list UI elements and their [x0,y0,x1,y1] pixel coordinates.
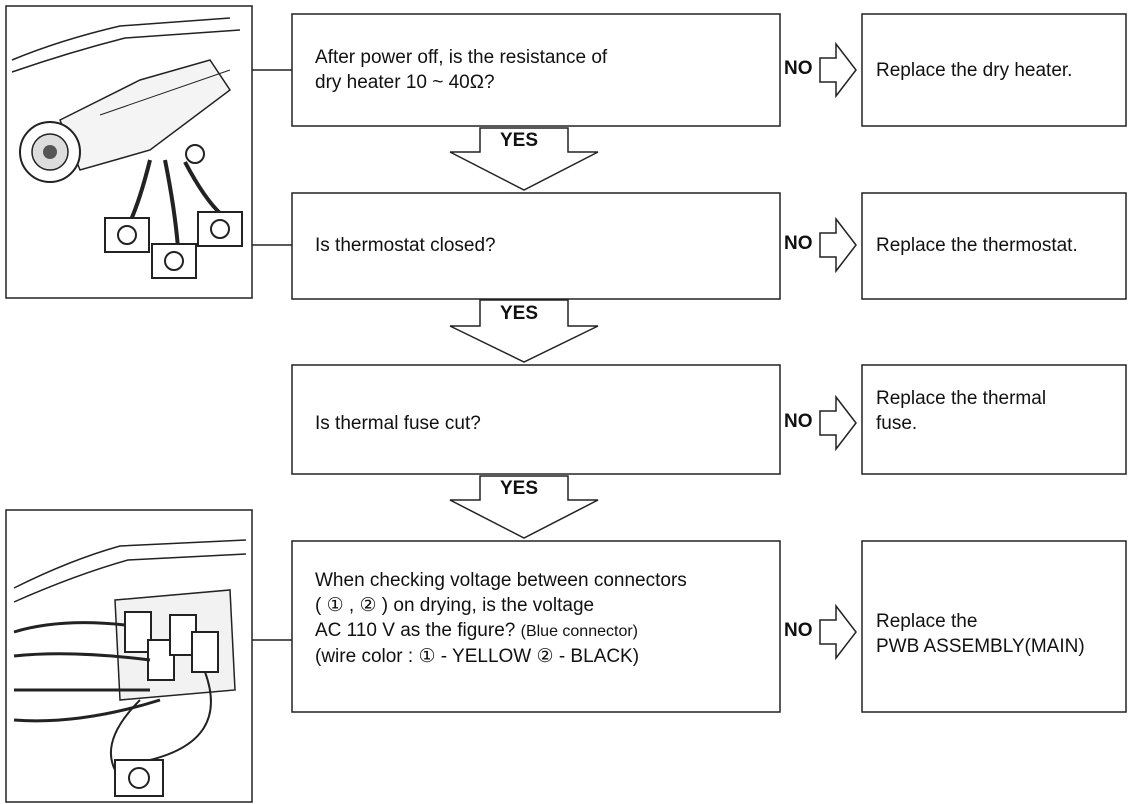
action-box-1 [861,13,1127,127]
action-line: PWB ASSEMBLY(MAIN) [876,636,1085,657]
question-text-3: Is thermal fuse cut? [315,411,481,436]
question-line: ( ① , ② ) on drying, is the voltage [315,595,595,616]
yes-label-3: YES [500,478,539,499]
action-text-2: Replace the thermostat. [876,233,1078,258]
no-arrow-2 [819,216,857,274]
action-box-3 [861,364,1127,475]
no-label-4: NO [784,620,813,641]
yes-arrow-1 [449,127,599,191]
question-line-with-note: AC 110 V as the figure? (Blue connector) [315,618,687,644]
yes-arrow-3 [449,475,599,539]
question-box-2 [291,192,781,300]
action-line: Replace the dry heater. [876,60,1073,81]
no-label-1: NO [784,58,813,79]
question-line: Is thermostat closed? [315,235,496,256]
no-label-3: NO [784,411,813,432]
action-line: Replace the thermal [876,388,1047,409]
action-box-4 [861,540,1127,713]
action-box-2 [861,192,1127,300]
no-arrow-3 [819,394,857,452]
pwb-connector-illustration [5,509,253,803]
action-line: fuse. [876,413,918,434]
action-text-4: Replace the PWB ASSEMBLY(MAIN) [876,609,1085,659]
question-box-4 [291,540,781,713]
action-line: Replace the [876,611,978,632]
question-text-1: After power off, is the resistance of dr… [315,45,607,95]
yes-arrow-2 [449,299,599,363]
question-line: (wire color : ① - YELLOW ② - BLACK) [315,646,640,667]
question-text-2: Is thermostat closed? [315,233,496,258]
question-line: AC 110 V as the figure? [315,620,516,641]
question-box-1 [291,13,781,127]
question-text-4: When checking voltage between connectors… [315,568,687,669]
blue-connector-note: (Blue connector) [520,623,638,640]
action-text-3: Replace the thermal fuse. [876,386,1046,436]
question-line: Is thermal fuse cut? [315,413,481,434]
question-line: After power off, is the resistance of [315,47,608,68]
question-line: dry heater 10 ~ 40Ω? [315,72,495,93]
no-arrow-1 [819,41,857,99]
question-box-3 [291,364,781,475]
no-arrow-4 [819,603,857,661]
dry-heater-illustration [5,5,253,299]
question-line: When checking voltage between connectors [315,570,687,591]
yes-label-2: YES [500,303,539,324]
action-line: Replace the thermostat. [876,235,1078,256]
no-label-2: NO [784,233,813,254]
yes-label-1: YES [500,130,539,151]
action-text-1: Replace the dry heater. [876,58,1072,83]
